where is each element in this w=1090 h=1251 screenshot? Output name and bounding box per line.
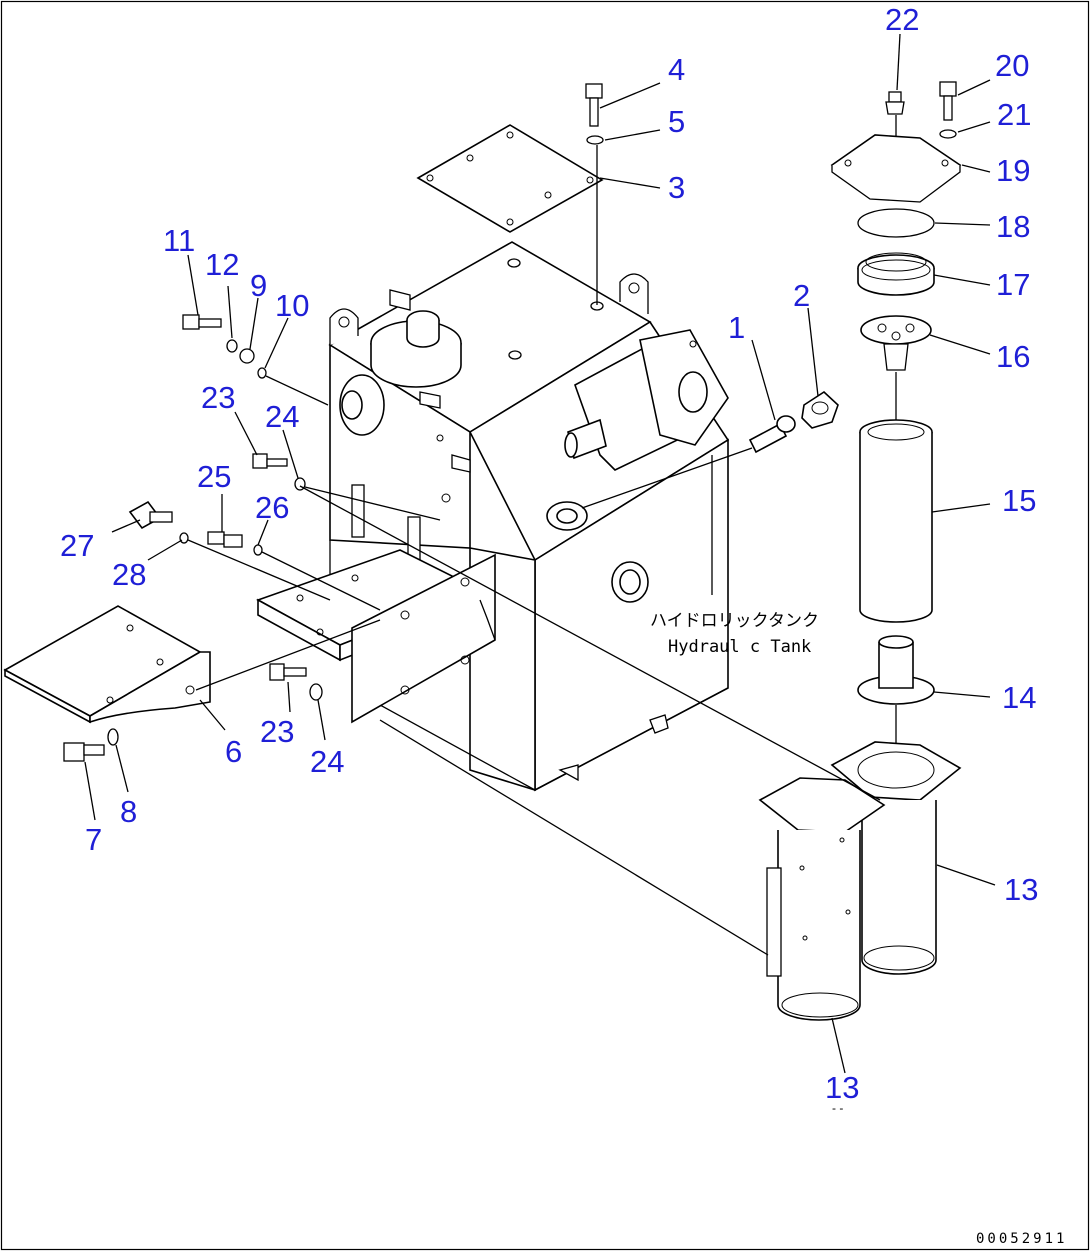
callout-13-rear: 13 [1004,872,1038,907]
valve-22 [885,91,905,115]
callout-11: 11 [163,223,195,258]
leader-lines [84,33,996,1074]
drawing-number: 00052911 [976,1231,1067,1247]
callout-17: 17 [996,267,1030,302]
adapter-25 [207,531,243,548]
callout-26: 26 [255,490,289,525]
washer-9 [239,348,255,364]
callout-12: 12 [205,247,239,282]
callout-24-upper: 24 [265,399,299,434]
valve-16 [860,315,932,371]
callout-4: 4 [668,52,685,87]
callout-24-lower: 24 [310,744,344,779]
washer-12 [226,339,238,353]
callout-5: 5 [668,104,685,139]
callout-8: 8 [120,794,137,829]
sight-plug-1 [748,415,796,454]
filter-cover-19 [830,134,962,203]
callout-6: 6 [225,734,242,769]
callout-labels: 1 2 3 4 5 6 7 8 9 10 11 12 13 13 14 15 1… [60,2,1038,1105]
strainer-14 [857,635,935,705]
o-ring-28 [179,532,189,544]
filter-element-15 [859,419,933,623]
callout-3: 3 [668,170,685,205]
callout-21: 21 [997,97,1031,132]
callout-18: 18 [996,209,1030,244]
callout-13-tick: - - [832,1101,843,1115]
bolt-20 [939,81,957,121]
spring-17 [857,252,935,296]
callout-27: 27 [60,528,94,563]
bolt-23-lower [269,663,307,681]
o-ring-26 [253,544,263,556]
bolt-7 [63,742,105,762]
washer-5 [586,135,604,145]
callout-15: 15 [1002,483,1036,518]
callout-9: 9 [250,268,267,303]
callout-10: 10 [275,288,309,323]
tank-label-en: Hydraul c Tank [668,637,811,657]
bolt-11 [182,314,222,330]
elbow-27 [128,500,173,530]
bracket-6 [3,605,211,724]
cover-plate [416,124,604,233]
washer-21 [939,129,957,139]
callout-25: 25 [197,459,231,494]
callout-23-lower: 23 [260,714,294,749]
callout-13-front: 13 [825,1070,859,1105]
callout-7: 7 [85,822,102,857]
callout-28: 28 [112,557,146,592]
callout-23-upper: 23 [201,380,235,415]
callout-1: 1 [728,310,745,345]
elbow-23-upper [252,453,288,469]
hydraulic-tank [256,241,730,792]
cap-2 [801,390,839,429]
bolt-4 [585,83,603,127]
o-ring-10 [257,367,267,379]
callout-14: 14 [1002,680,1036,715]
tank-label-jp: ハイドロリックタンク [650,611,819,631]
callout-2: 2 [793,278,810,313]
filter-case-13-rear [830,741,962,975]
o-ring-18 [857,208,935,238]
washer-8 [107,728,119,746]
callout-16: 16 [996,339,1030,374]
callout-19: 19 [996,153,1030,188]
filter-case-13-front [758,777,886,1021]
callout-22: 22 [885,2,919,37]
callout-20: 20 [995,48,1029,83]
washer-24-lower [309,683,323,701]
